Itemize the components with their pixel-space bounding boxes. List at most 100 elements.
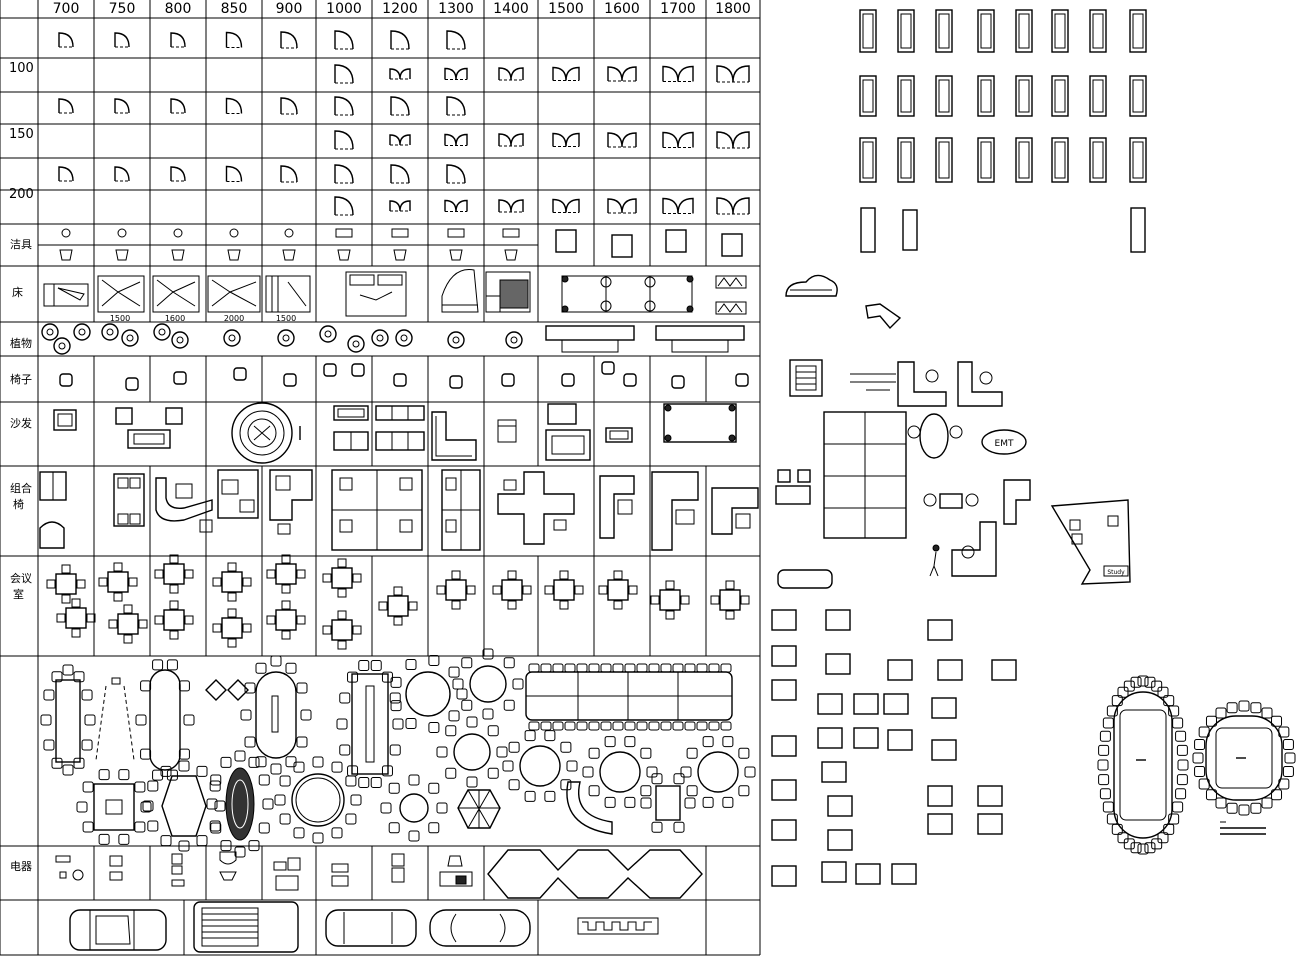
chair-icon [337, 610, 347, 620]
chair-icon [312, 832, 324, 844]
chair-icon [337, 558, 347, 568]
conference-table-icon [55, 679, 81, 763]
chair-icon [108, 619, 118, 629]
chair-icon [449, 375, 463, 389]
sanitary-icon [335, 228, 353, 238]
chair-icon [1102, 717, 1114, 729]
chair-icon [358, 660, 370, 672]
chair-icon [43, 689, 55, 701]
chair-icon [1250, 702, 1262, 714]
chair-icon [339, 744, 351, 756]
double-door-icon [389, 134, 411, 146]
window-elevation-icon [1051, 75, 1069, 117]
round-table-icon [399, 793, 429, 823]
chair-icon [613, 570, 623, 580]
chair-icon [1271, 789, 1283, 801]
round-table-icon [453, 733, 491, 771]
double-door-icon [662, 197, 694, 214]
chair-icon [448, 666, 460, 678]
chair-icon [636, 721, 648, 731]
conference-table-icon [255, 671, 297, 759]
chair-icon [651, 773, 663, 785]
row-labels: 100 150 200 洁具 床 植物 椅子 沙发 组合 椅 会议 室 电器 [9, 61, 34, 873]
double-door-icon [444, 67, 468, 80]
desk-icon [927, 785, 953, 807]
chair-icon [1205, 789, 1217, 801]
oval-table-icon [225, 767, 255, 841]
desk-icon [887, 659, 913, 681]
width-header-cell: 1000 [326, 1, 362, 17]
plant-icon [53, 337, 71, 355]
door-swing-icon [334, 64, 354, 84]
chair-icon [281, 630, 291, 640]
chair-icon [524, 790, 536, 802]
window-elevation-icon [897, 137, 915, 183]
double-door-icon [498, 67, 524, 81]
chair-icon [138, 619, 148, 629]
chair-icon [227, 562, 237, 572]
curved-table-icon [566, 781, 613, 835]
chair-icon [1111, 695, 1123, 707]
workstation-icon [217, 469, 259, 519]
chair-icon [169, 554, 179, 564]
chair-icon [738, 747, 750, 759]
double-door-icon [716, 65, 750, 83]
width-header-cell: 1300 [438, 1, 474, 17]
chair-icon [40, 714, 52, 726]
chair-icon [248, 840, 260, 852]
chair-icon [293, 761, 305, 773]
chair-icon [196, 835, 208, 847]
door-swing-icon [446, 164, 466, 184]
sanitary-icon [173, 228, 183, 238]
chair-icon [636, 663, 648, 673]
study-room-icon: Study [1050, 499, 1131, 585]
desk-icon [927, 813, 953, 835]
chair-icon [154, 569, 164, 579]
chair-icon [660, 721, 672, 731]
chair-icon [686, 785, 698, 797]
chair-icon [152, 769, 164, 781]
bed-size-label: 1500 [276, 314, 296, 323]
chair-icon [1099, 730, 1111, 742]
chair-icon [684, 721, 696, 731]
door-swing-icon [334, 130, 354, 150]
chair-icon [660, 663, 672, 673]
meeting-set-icon [46, 564, 86, 604]
window-elevation-icon [977, 9, 995, 53]
chair-icon [672, 721, 684, 731]
symbol-table-grid [0, 0, 761, 956]
vehicle-symbols [69, 901, 659, 953]
category-label-combo-chair-2: 椅 [13, 497, 24, 511]
door-swing-icon [114, 98, 130, 114]
plant-icon [101, 323, 119, 341]
chair-icon [339, 692, 351, 704]
double-door-icon [716, 131, 750, 149]
chair-icon [623, 373, 637, 387]
bed-symbols: 1500 1600 2000 1500 [43, 269, 747, 323]
chair-icon [281, 600, 291, 610]
chair-icon [258, 822, 270, 834]
plant-icon [153, 323, 171, 341]
double-door-icon [662, 65, 694, 82]
chair-icon [1157, 686, 1169, 698]
chair-icon [722, 736, 734, 748]
double-door-icon [389, 200, 411, 212]
chair-icon [540, 721, 552, 731]
chair-icon [507, 600, 517, 610]
chair-icon [600, 663, 612, 673]
chair-icon [725, 580, 735, 590]
chair-icon [544, 585, 554, 595]
chair-icon [43, 739, 55, 751]
lines-icon [850, 373, 896, 391]
chair-icon [380, 802, 392, 814]
chair-icon [270, 655, 282, 667]
chair-icon [696, 663, 708, 673]
chair-icon [604, 736, 616, 748]
chair-icon [564, 721, 576, 731]
chair-icon [51, 757, 63, 769]
double-door-icon [498, 199, 524, 213]
bed-icon [43, 283, 89, 307]
door-swing-icon [170, 32, 186, 48]
sanitary-icon [449, 249, 463, 261]
